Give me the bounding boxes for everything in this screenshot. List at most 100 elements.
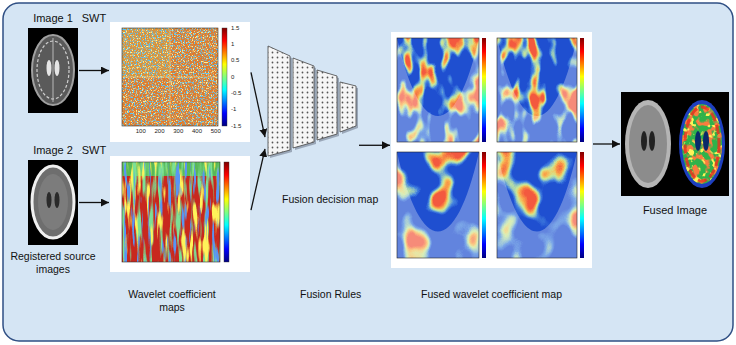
column-caption: Wavelet coefficient maps [117, 288, 227, 314]
ct-picture [28, 160, 78, 245]
plot-ground [110, 22, 250, 142]
pet-hotspots [682, 104, 722, 184]
brain-tissue [38, 174, 68, 230]
background-panel [3, 3, 733, 341]
column-caption: Fusion Rules [300, 288, 361, 301]
colorbar [224, 162, 229, 262]
network-picture [268, 46, 358, 158]
fused-coefficient-map: Fused wavelet coefficient map [391, 32, 592, 268]
network-layer [340, 82, 356, 132]
cone-of-influence [497, 38, 577, 142]
wavelet-map: 1.510.50-0.5-1-1.5100200300400500 [110, 22, 250, 142]
column-caption: Registered source images [5, 250, 101, 276]
plot-frame [397, 38, 479, 142]
power-blobs [397, 38, 479, 142]
ventricle [55, 192, 60, 208]
power-blobs [397, 152, 479, 258]
wavelet-panel [497, 38, 577, 142]
ct-image: Image 2Registered source images [28, 160, 78, 245]
cone-of-influence [397, 38, 479, 142]
ventricle [703, 131, 709, 151]
wavelet-panel [397, 152, 479, 258]
power-blobs [397, 152, 479, 258]
power-blobs [397, 152, 479, 258]
mri-white-matter [629, 105, 667, 183]
stage-caption: Fusion decision map [282, 193, 378, 206]
arrow-connector [359, 145, 390, 146]
power-blobs [497, 152, 577, 258]
tick-label: 0 [231, 74, 234, 81]
tick-label: -1.5 [231, 123, 241, 130]
image-heading: Image 1 [28, 12, 78, 25]
image-heading: Image 2 [28, 144, 78, 157]
ventricle [55, 60, 60, 76]
cone-of-influence [497, 152, 577, 258]
tick-label: 1.5 [231, 25, 239, 32]
coefficient-image [122, 28, 218, 126]
cone-of-influence [397, 152, 479, 258]
power-blobs [397, 38, 479, 142]
fusion-network: Fusion decision mapFusion Rules [266, 44, 358, 158]
wavelet-panel [397, 38, 479, 142]
arrow-connector [251, 72, 265, 137]
image-ground [28, 160, 78, 245]
tick-label: -0.5 [231, 90, 241, 97]
mri-picture [28, 28, 78, 113]
arrow-connector [251, 149, 265, 210]
tick-label: 200 [150, 128, 170, 135]
ventricle [47, 192, 52, 208]
image-ground [28, 28, 78, 113]
power-blobs [497, 38, 577, 142]
coefficient-noise [122, 28, 218, 126]
tick-label: -1 [231, 106, 236, 113]
fused-map-picture [391, 32, 592, 268]
image-caption: Fused Image [621, 204, 729, 217]
pet-brain [682, 104, 722, 184]
plot-frame [397, 152, 479, 258]
colorbar [482, 152, 486, 258]
plot-ground [391, 32, 592, 268]
colorbar [580, 38, 584, 142]
pet-cortex [685, 107, 719, 181]
power-blobs [497, 152, 577, 258]
colorbar [222, 28, 227, 126]
ventricle [695, 131, 701, 151]
layer-neurons [268, 46, 290, 156]
wavelet-panel [497, 152, 577, 258]
column-caption: Fused wavelet coefficient map [391, 288, 592, 301]
plot-frame [497, 152, 577, 258]
layer-neurons [317, 70, 337, 140]
network-layer [293, 58, 314, 148]
power-blobs [397, 38, 479, 142]
colorbar [580, 152, 584, 258]
power-blobs [497, 152, 577, 258]
ventricle [649, 131, 655, 151]
wavelet-map-picture [110, 22, 250, 142]
coefficient-image [122, 162, 220, 262]
tick-label: 400 [187, 128, 207, 135]
coefficient-streaks [122, 162, 220, 262]
tick-label: 100 [131, 128, 151, 135]
power-blobs [497, 38, 577, 142]
midline [53, 38, 54, 102]
layer-neurons [340, 82, 356, 132]
pet-outline [679, 100, 725, 188]
tick-label: 300 [168, 128, 188, 135]
fused-image-picture [621, 92, 729, 196]
pet-activity [682, 104, 722, 184]
tick-label: 1 [231, 41, 234, 48]
ventricle [641, 131, 647, 151]
plot-ground [110, 156, 250, 272]
tick-label: 0.5 [231, 57, 239, 64]
skull [32, 166, 74, 238]
power-blobs [497, 38, 577, 142]
layer-neurons [293, 58, 314, 148]
subband-line [122, 77, 218, 78]
transform-label: SWT [80, 144, 108, 157]
arrow-connector [79, 202, 109, 203]
network-layer [317, 70, 337, 140]
wavelet-map-picture [110, 156, 250, 272]
